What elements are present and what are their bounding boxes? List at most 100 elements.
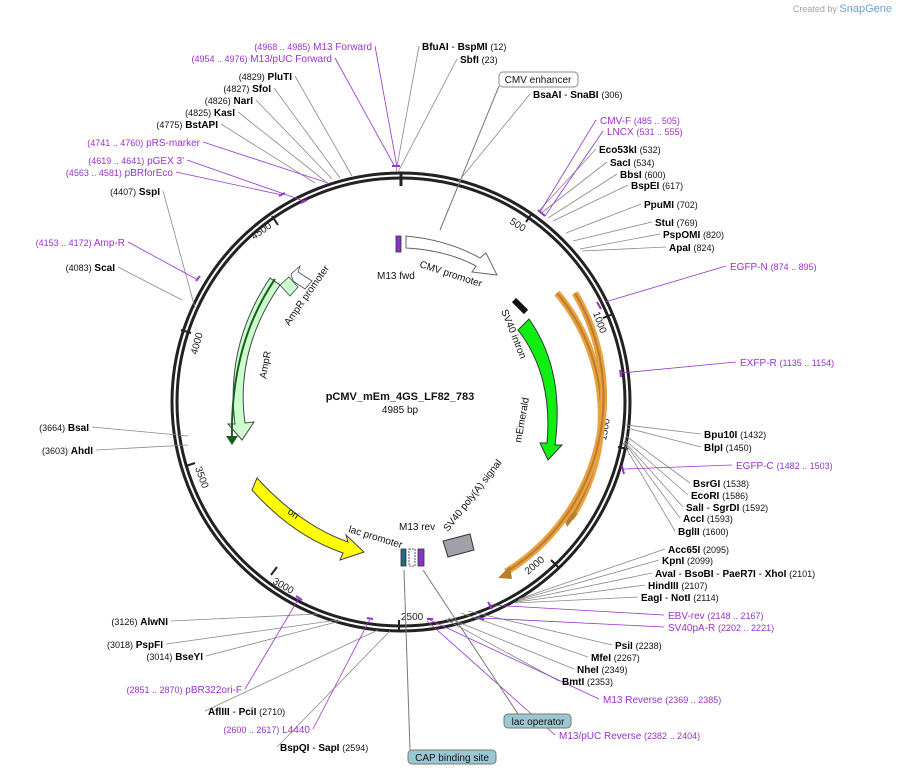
brand-name: SnapGene (839, 3, 892, 15)
primer-mark-sv40pa-r (477, 616, 485, 621)
site-and-primer-labels: BfuAI - BspMI (12)SbfI (23)BsaAI - SnaBI… (36, 42, 835, 754)
site-label: (3664) BsaI (39, 423, 89, 434)
site-position: (702) (677, 200, 698, 210)
site-position: (4775) (156, 120, 182, 130)
site-connector (467, 610, 613, 646)
tick-1000 (602, 313, 614, 319)
site-position: (769) (677, 218, 698, 228)
primer-name: M13 Forward (313, 42, 372, 53)
primer-mark-pbrforeco (278, 192, 286, 197)
primer-connector (539, 119, 597, 213)
primer-connector (312, 618, 371, 730)
site-name: SbfI (460, 55, 479, 66)
snapgene-brand: Created by SnapGene (793, 3, 892, 15)
site-position: (1592) (742, 503, 768, 513)
lac-promoter-feature (408, 548, 416, 567)
cap-binding-box (407, 749, 497, 765)
site-name: - (309, 743, 318, 754)
site-name: BstAPI (185, 120, 218, 131)
primer-name: M13 Reverse (603, 695, 663, 706)
primer-range: (531 .. 555) (636, 127, 682, 137)
label-sv40-polya: SV40 poly(A) signal (442, 458, 505, 534)
site-connector (95, 444, 189, 451)
site-label: (3014) BseYI (146, 652, 203, 663)
tick-4000 (180, 329, 192, 334)
site-name: - (662, 593, 671, 604)
site-position: (532) (640, 145, 661, 155)
site-position: (2101) (789, 569, 815, 579)
site-label: (4083) ScaI (66, 263, 116, 274)
primer-name: pBR322ori-F (185, 685, 242, 696)
site-name: NotI (671, 593, 691, 604)
site-position: (617) (662, 181, 683, 191)
site-name: NarI (234, 96, 254, 107)
primer-label: (4619 .. 4641) pGEX 3' (88, 156, 184, 167)
site-label: BlpI (1450) (704, 443, 752, 454)
primer-connector (202, 141, 329, 184)
primer-label: SV40pA-R (2202 .. 2221) (668, 623, 774, 634)
site-name: ScaI (94, 263, 115, 274)
ampr-promoter-box (279, 276, 299, 297)
primer-name: pGEX 3' (147, 156, 184, 167)
site-label: BspEI (617) (631, 181, 683, 192)
site-label: Acc65I (2095) (668, 545, 729, 556)
site-name: XhoI (765, 569, 787, 580)
site-label: (3126) AlwNI (111, 617, 168, 628)
site-connector (237, 111, 326, 182)
site-position: (4407) (110, 187, 136, 197)
site-label: AvaI - BsoBI - PaeR7I - XhoI (2101) (655, 569, 815, 580)
primer-name: EGFP-N (730, 262, 768, 273)
tick-3500 (185, 462, 196, 467)
primer-range: (1135 .. 1154) (779, 358, 834, 368)
m13-rev-feature (417, 548, 425, 567)
site-connector (516, 572, 653, 602)
primer-label: M13 Reverse (2369 .. 2385) (603, 695, 721, 706)
primer-name: EGFP-C (736, 461, 774, 472)
site-position: (3018) (107, 640, 133, 650)
site-position: (2267) (614, 653, 640, 663)
sv40-polya-feature (442, 533, 475, 558)
site-name: BspEI (631, 181, 660, 192)
primer-connector (127, 241, 199, 281)
primer-mark-pgex3 (300, 199, 308, 204)
site-connector (623, 441, 681, 519)
site-connector (204, 629, 379, 712)
primer-mark-l4440 (366, 617, 374, 620)
site-connector (572, 221, 653, 242)
site-name: Eco53kI (599, 145, 637, 156)
site-name: BsrGI (693, 479, 720, 490)
tick-label-4500: 4500 (249, 220, 274, 242)
site-position: (2594) (342, 743, 368, 753)
label-memerald: mEmerald (513, 397, 532, 444)
ampr-arc-outline (230, 278, 276, 441)
primer-name: pRS-marker (146, 138, 201, 149)
site-position: (3126) (111, 617, 137, 627)
cmv-promoter-arrow (405, 235, 498, 276)
primer-range: (2369 .. 2385) (665, 695, 721, 705)
site-label: BmtI (2353) (562, 677, 613, 688)
label-ampr: AmpR (258, 350, 274, 379)
sv40-intron-feature (511, 297, 529, 315)
plasmid-size: 4985 bp (382, 405, 419, 416)
site-name: AflIII (208, 707, 230, 718)
site-name: KasI (214, 108, 235, 119)
primer-name: L4440 (282, 725, 310, 736)
site-position: (2349) (601, 665, 627, 675)
lac-operator-connector (422, 569, 519, 715)
primer-name: Amp-R (94, 238, 125, 249)
site-position: (2710) (259, 707, 285, 717)
site-name: BspMI (458, 42, 488, 53)
site-connector (515, 584, 646, 603)
primer-range: (4153 .. 4172) (36, 238, 92, 248)
site-connector (460, 612, 589, 658)
site-label: BglII (1600) (678, 527, 728, 538)
primer-label: EGFP-N (874 .. 895) (730, 262, 817, 273)
primer-range: (2202 .. 2221) (718, 623, 774, 633)
site-name: StuI (655, 218, 674, 229)
site-label: (4775) BstAPI (156, 120, 218, 131)
site-connector (117, 266, 183, 301)
site-connector (447, 617, 575, 670)
site-name: NheI (577, 665, 599, 676)
primer-range: (4968 .. 4985) (254, 42, 310, 52)
